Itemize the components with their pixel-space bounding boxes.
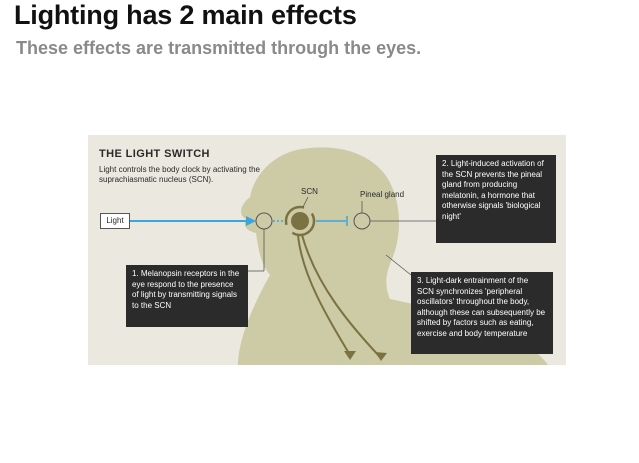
pineal-gland-label: Pineal gland	[360, 190, 405, 199]
head-silhouette	[238, 147, 548, 365]
callout-melanopsin-receptors: 1. Melanopsin receptors in the eye respo…	[126, 265, 248, 327]
neural-pathway-1	[297, 234, 351, 356]
scn-label-line	[302, 196, 309, 208]
scn-ring	[284, 205, 316, 237]
light-switch-figure: THE LIGHT SWITCH Light controls the body…	[88, 135, 566, 365]
slide-title: Lighting has 2 main effects	[14, 0, 357, 30]
scn-label: SCN	[301, 187, 318, 196]
light-label: Light	[100, 213, 130, 229]
callout-3-leader	[385, 254, 412, 276]
head-diagram	[128, 147, 548, 365]
scn-node	[291, 212, 309, 230]
pathway-arrowhead-2	[375, 352, 387, 361]
light-arrowhead	[246, 216, 256, 226]
slide-subtitle: These effects are transmitted through th…	[16, 38, 422, 58]
figure-title: THE LIGHT SWITCH	[99, 148, 210, 160]
neural-pathway-2	[301, 234, 381, 358]
figure-description: Light controls the body clock by activat…	[99, 165, 260, 184]
callout-scn-activation: 2. Light-induced activation of the SCN p…	[436, 155, 556, 243]
pathway-arrowhead-1	[344, 351, 356, 360]
callout-light-dark-entrainment: 3. Light-dark entrainment of the SCN syn…	[411, 272, 553, 354]
